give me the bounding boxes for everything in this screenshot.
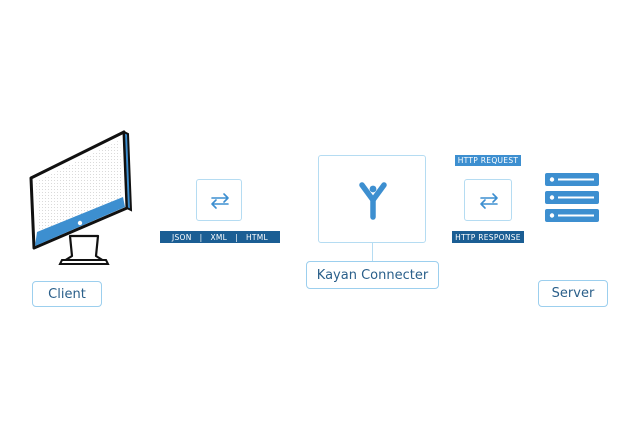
http-response-text: HTTP RESPONSE <box>455 232 521 242</box>
connector-label: Kayan Connecter <box>306 261 439 289</box>
http-request-text: HTTP REQUEST <box>457 156 519 165</box>
kayan-y-logo-icon <box>359 182 387 220</box>
server-label: Server <box>538 280 608 307</box>
http-request-tag: HTTP REQUEST <box>455 155 521 166</box>
data-formats-tag: JSON | XML | HTML <box>160 231 280 243</box>
connector-server-swap-box <box>464 179 512 221</box>
http-response-tag: HTTP RESPONSE <box>452 231 524 243</box>
client-label-text: Client <box>48 286 86 302</box>
server-label-text: Server <box>551 286 595 301</box>
format-separator: | <box>199 232 203 242</box>
client-connector-swap-box <box>196 179 242 221</box>
format-xml: XML <box>210 232 228 242</box>
server-rack-icon <box>545 173 599 222</box>
connector-stem-line <box>372 243 374 261</box>
format-separator: | <box>235 232 238 242</box>
format-json: JSON <box>171 232 192 242</box>
connector-logo-box <box>318 155 426 243</box>
swap-arrows-icon <box>480 193 498 209</box>
swap-arrows-icon <box>211 193 229 209</box>
connector-label-text: Kayan Connecter <box>316 267 429 283</box>
format-html: HTML <box>245 232 269 242</box>
client-label: Client <box>32 281 102 307</box>
desktop-monitor-icon <box>29 130 133 265</box>
